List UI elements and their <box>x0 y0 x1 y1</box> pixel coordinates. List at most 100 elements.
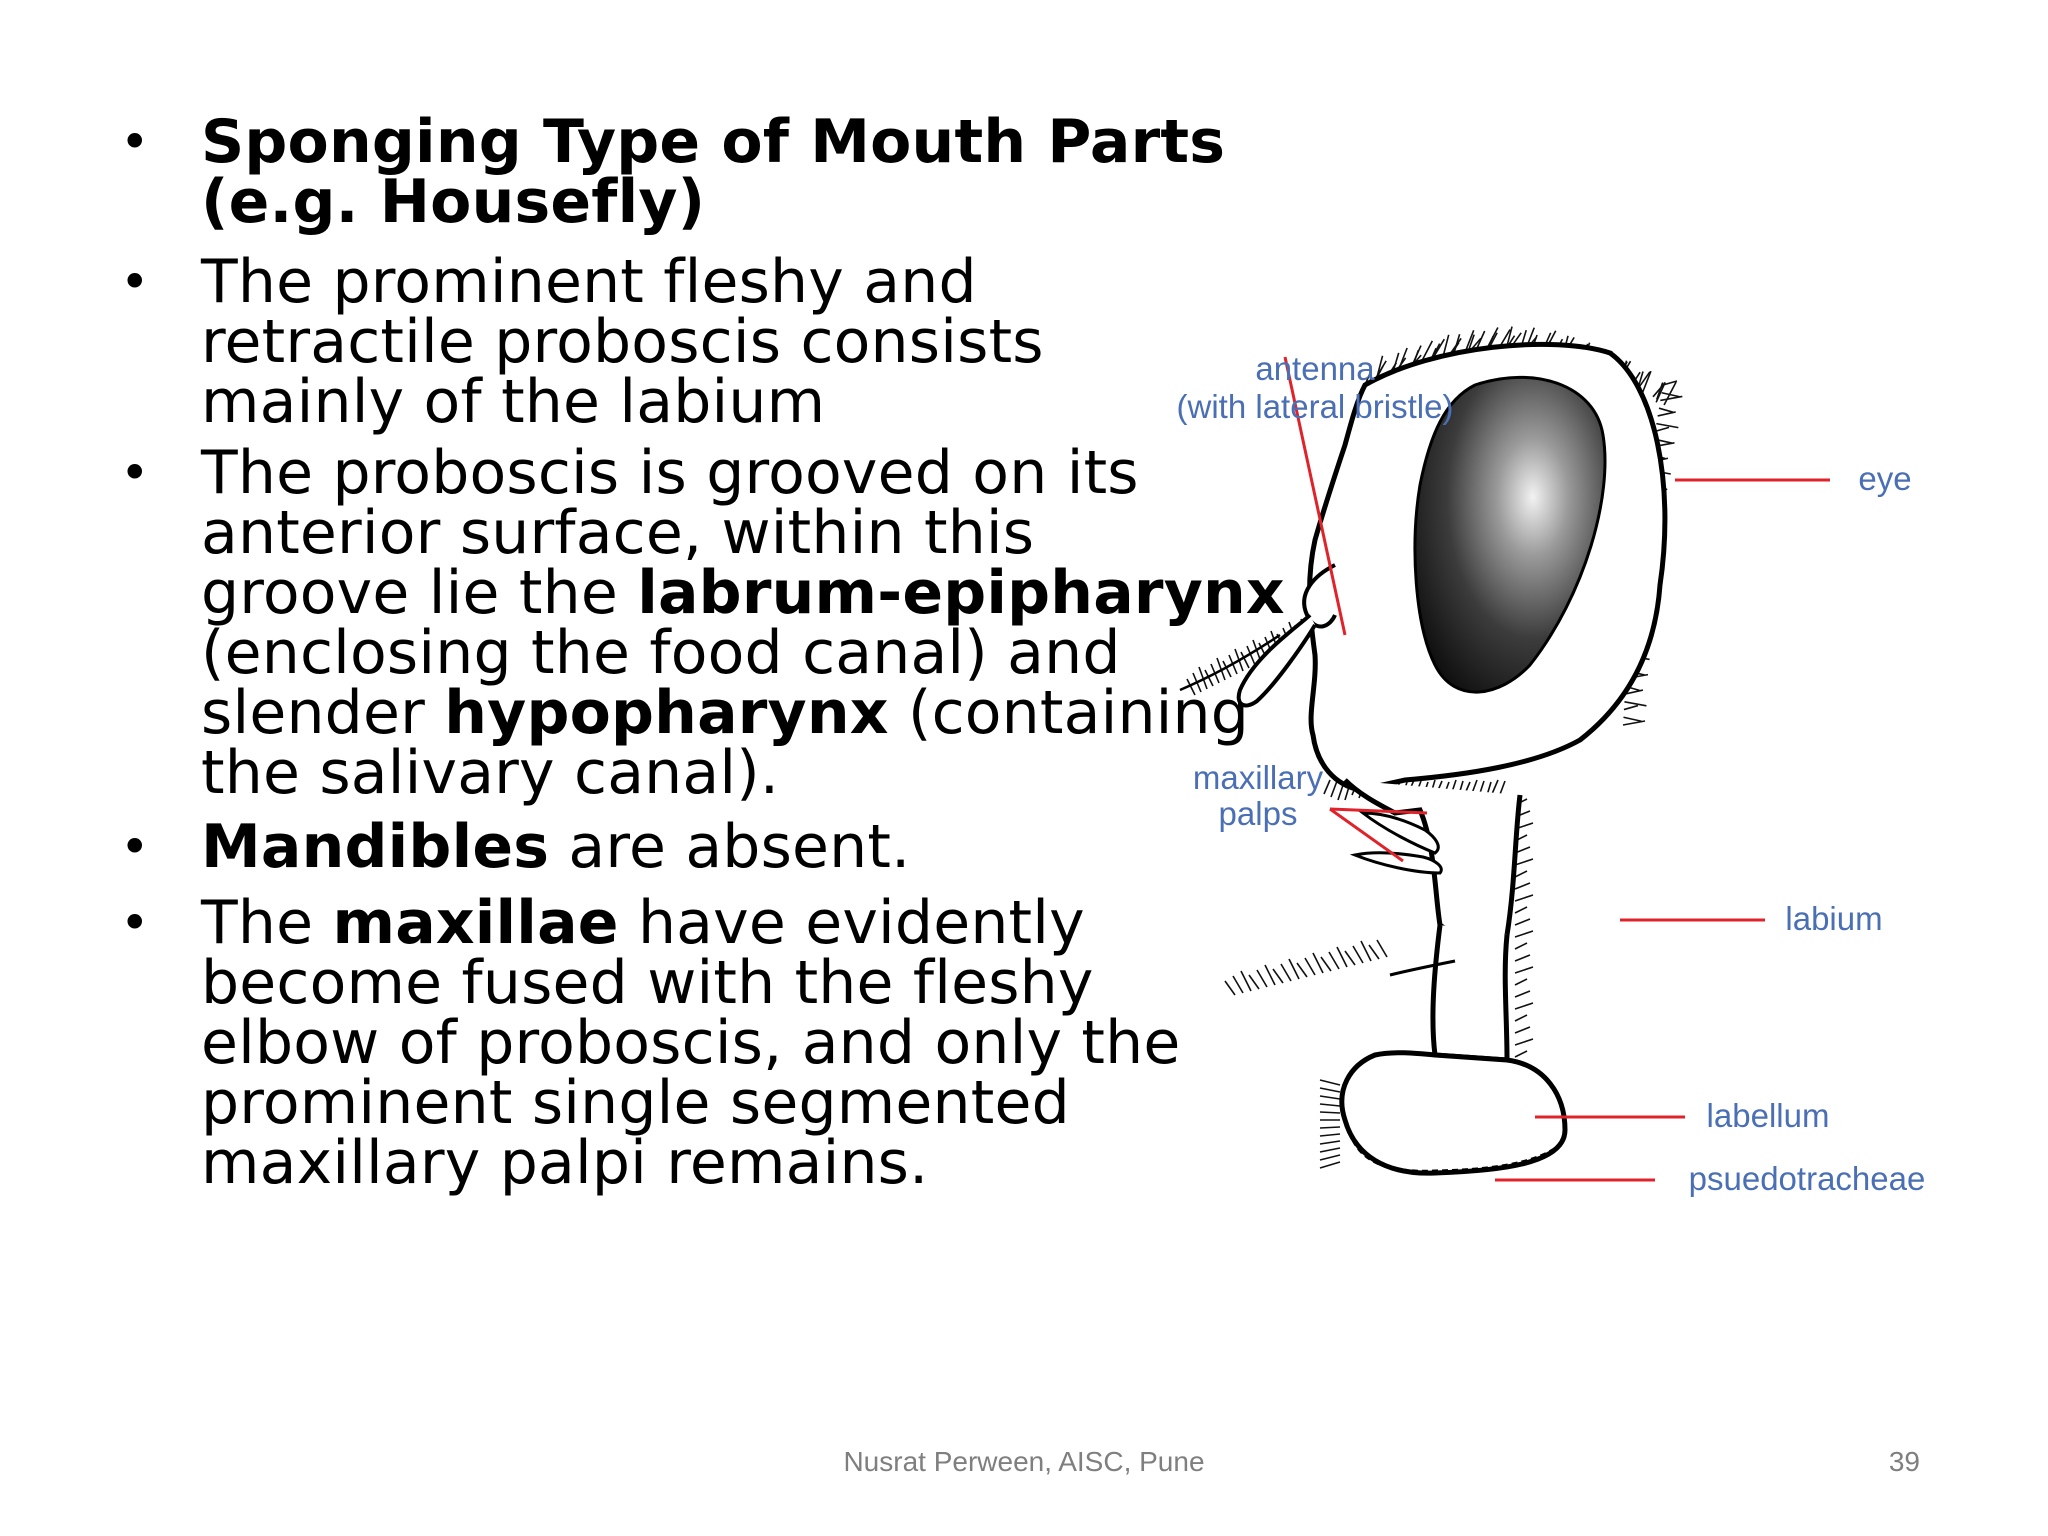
bristle <box>1623 704 1639 711</box>
bristle <box>1232 975 1244 994</box>
antenna-arista <box>1179 633 1281 692</box>
text-run: have evidently <box>618 888 1085 958</box>
bullet-line: The prominent fleshy and <box>201 252 977 312</box>
bullet-line: (e.g. Housefly) <box>201 172 705 232</box>
text-run: the salivary canal). <box>201 738 780 808</box>
antenna-pointer <box>1283 356 1347 636</box>
bristle <box>1319 1103 1341 1107</box>
bristle <box>1514 930 1534 938</box>
bristle <box>1514 858 1534 866</box>
bristle <box>1660 395 1683 402</box>
bristle <box>1661 391 1680 398</box>
bristle <box>1344 950 1356 966</box>
bold-term: Sponging Type of Mouth Parts <box>201 107 1226 177</box>
labium-shaft <box>1430 924 1510 1063</box>
bristle <box>1319 1095 1341 1100</box>
bullet-line: maxillary palpi remains. <box>201 1133 928 1193</box>
compound-eye <box>1413 375 1607 694</box>
bristle <box>1319 1147 1341 1153</box>
labial-bristle <box>1389 959 1456 977</box>
bristle <box>1319 1111 1341 1114</box>
bullet-marker: • <box>120 444 150 502</box>
bristle <box>1514 1014 1528 1022</box>
bullet-line: Mandibles are absent. <box>201 817 910 877</box>
bristle <box>1514 978 1528 986</box>
pseudotracheae-fringe <box>1351 1139 1561 1173</box>
bristle <box>1514 942 1528 950</box>
bullet-line: the salivary canal). <box>201 743 779 803</box>
bristle <box>1319 1154 1341 1161</box>
label-antenna-note: (with lateral bristle) <box>1177 388 1454 425</box>
bristle <box>1514 906 1528 914</box>
housefly-mouthparts-diagram: antenna (with lateral bristle) eye maxil… <box>1135 325 2015 1225</box>
bristle <box>1319 1133 1341 1137</box>
antenna-base <box>1302 563 1337 629</box>
text-run: prominent single segmented <box>201 1068 1070 1138</box>
bristle <box>1312 952 1324 974</box>
bristle <box>1272 968 1284 984</box>
text-run: retractile proboscis consists <box>201 307 1044 377</box>
label-labium: labium <box>1785 900 1882 937</box>
bristle <box>1319 1087 1341 1093</box>
label-labellum: labellum <box>1707 1097 1830 1134</box>
bristle <box>1319 1079 1341 1086</box>
bristle <box>1623 716 1642 723</box>
bristle <box>1323 779 1331 795</box>
bullet-line: mainly of the labium <box>201 372 825 432</box>
text-run: become fused with the fleshy <box>201 948 1094 1018</box>
bullet-line: retractile proboscis consists <box>201 312 1044 372</box>
label-pseudotracheae: psuedotracheae <box>1689 1160 1926 1197</box>
bullet-list: • Sponging Type of Mouth Parts(e.g. House… <box>120 112 1285 1193</box>
bullet-line: become fused with the fleshy <box>201 953 1094 1013</box>
bristle <box>1491 779 1499 795</box>
bristle <box>1240 651 1250 669</box>
bristle <box>1264 964 1276 986</box>
bristle <box>1514 1038 1534 1046</box>
bristle <box>1622 720 1646 726</box>
bristle <box>1655 382 1664 400</box>
bullet-marker: • <box>120 253 150 311</box>
bristle <box>1256 969 1268 988</box>
bristle <box>1240 970 1252 992</box>
maxillary-pointer-2 <box>1329 807 1404 863</box>
bristle <box>1319 1126 1341 1129</box>
text-run: The prominent fleshy and <box>201 247 977 317</box>
bristle <box>1296 962 1308 978</box>
labellum <box>1339 1050 1568 1176</box>
bristle <box>1280 963 1292 982</box>
text-run: maxillary palpi remains. <box>201 1128 929 1198</box>
bold-term: Mandibles <box>201 812 550 882</box>
text-run: are absent. <box>549 812 911 882</box>
bold-term: hypopharynx <box>444 678 889 748</box>
bullet-line: slender hypopharynx (containing <box>201 683 1249 743</box>
bristle <box>1654 426 1670 433</box>
bristle <box>1514 954 1531 962</box>
bullet-line: groove lie the labrum-epipharynx <box>201 563 1285 623</box>
text-run: slender <box>201 678 445 748</box>
label-antenna: antenna <box>1255 350 1375 387</box>
label-maxillary: maxillary <box>1193 759 1324 796</box>
bristle <box>1328 951 1340 970</box>
bristle <box>1656 422 1679 429</box>
bristle <box>1624 689 1644 695</box>
text-run: elbow of proboscis, and only the <box>201 1008 1181 1078</box>
pointer-lines <box>1283 356 1830 1182</box>
bullet-line: elbow of proboscis, and only the <box>201 1013 1181 1073</box>
bristle <box>1288 958 1300 980</box>
text-run: groove lie the <box>201 558 638 628</box>
bristle <box>1248 974 1260 990</box>
bristle <box>1662 380 1678 386</box>
bullet-line: prominent single segmented <box>201 1073 1070 1133</box>
bullet-marker: • <box>120 818 150 876</box>
text-run: mainly of the labium <box>201 367 826 437</box>
text-run: (enclosing the food canal) and <box>201 618 1121 688</box>
bristle <box>1514 1002 1534 1010</box>
bristle <box>1336 946 1348 968</box>
text-run: anterior surface, within this <box>201 498 1035 568</box>
bristle <box>1641 370 1652 395</box>
text-run: (containing <box>888 678 1250 748</box>
bullet-line: Sponging Type of Mouth Parts <box>201 112 1225 172</box>
bristle <box>1368 944 1380 960</box>
bristle <box>1514 966 1534 974</box>
bristle <box>1514 1050 1528 1058</box>
